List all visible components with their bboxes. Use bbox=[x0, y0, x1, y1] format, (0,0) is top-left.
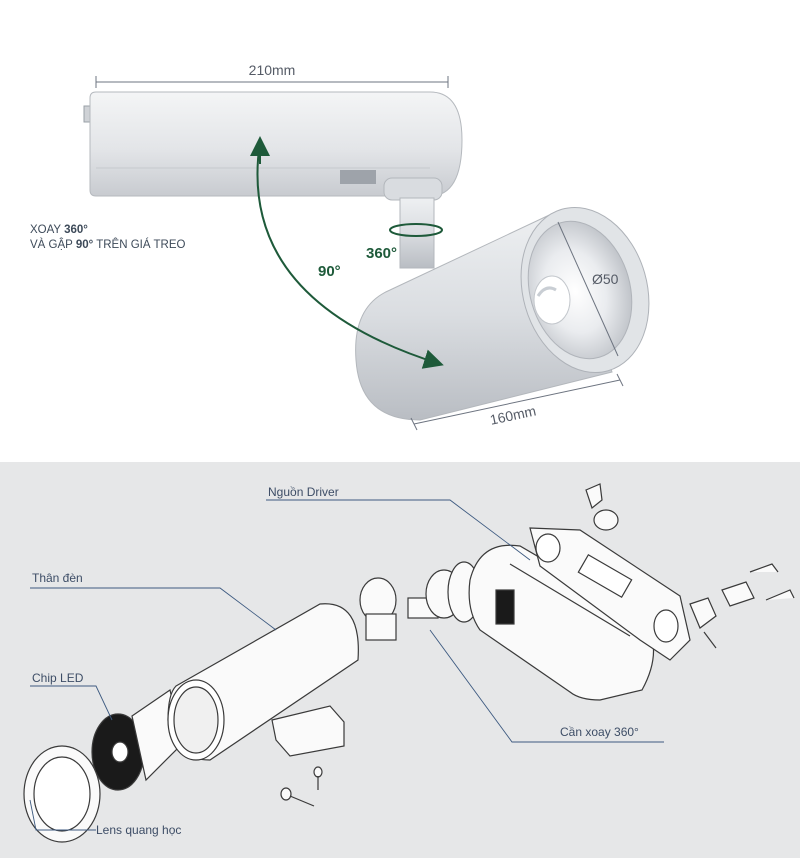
driver-brand-plate bbox=[495, 589, 515, 625]
lens-ring-part bbox=[23, 745, 101, 843]
swivel-arm-part bbox=[359, 561, 481, 641]
rotate-360-label: 360° bbox=[366, 245, 397, 262]
leader-arm bbox=[429, 629, 664, 743]
leader-lens bbox=[29, 799, 96, 831]
caption-line-1: XOAY 360° bbox=[30, 224, 88, 236]
driver-box-part bbox=[468, 544, 655, 701]
tilt-90-arrow bbox=[256, 141, 444, 369]
rotate-360-ring bbox=[389, 223, 443, 237]
bottom-panel bbox=[0, 462, 800, 858]
label-lens: Lens quang học bbox=[96, 823, 181, 837]
bracket-part bbox=[271, 705, 345, 757]
leader-driver bbox=[266, 499, 531, 561]
leader-body bbox=[30, 587, 277, 631]
caption-line-2: VÀ GẬP 90° TRÊN GIÁ TREO bbox=[30, 238, 185, 251]
leader-chip bbox=[30, 685, 113, 721]
dim-diameter-label: Ø50 bbox=[592, 271, 619, 287]
leader-lines bbox=[29, 499, 664, 831]
screw-parts bbox=[280, 766, 323, 807]
lamp-body bbox=[355, 206, 650, 421]
dim-length-line bbox=[410, 373, 624, 431]
label-body: Thân đèn bbox=[32, 571, 83, 585]
dim-width-label: 210mm bbox=[249, 62, 296, 78]
brand-plate bbox=[340, 170, 376, 184]
chip-led-part bbox=[91, 713, 145, 791]
tilt-90-label: 90° bbox=[318, 263, 341, 280]
label-driver: Nguồn Driver bbox=[268, 485, 339, 499]
label-arm: Cần xoay 360° bbox=[560, 725, 639, 739]
hardware-parts bbox=[585, 483, 795, 649]
body-tube-part bbox=[167, 603, 359, 761]
dim-width-line bbox=[95, 76, 449, 88]
dim-diameter-line bbox=[557, 221, 619, 357]
label-chip: Chip LED bbox=[32, 671, 84, 685]
lamp-assembled-illustration bbox=[83, 91, 650, 421]
exploded-view bbox=[23, 483, 795, 843]
rail-adapter-part bbox=[529, 527, 691, 661]
rotating-stem bbox=[383, 177, 443, 269]
